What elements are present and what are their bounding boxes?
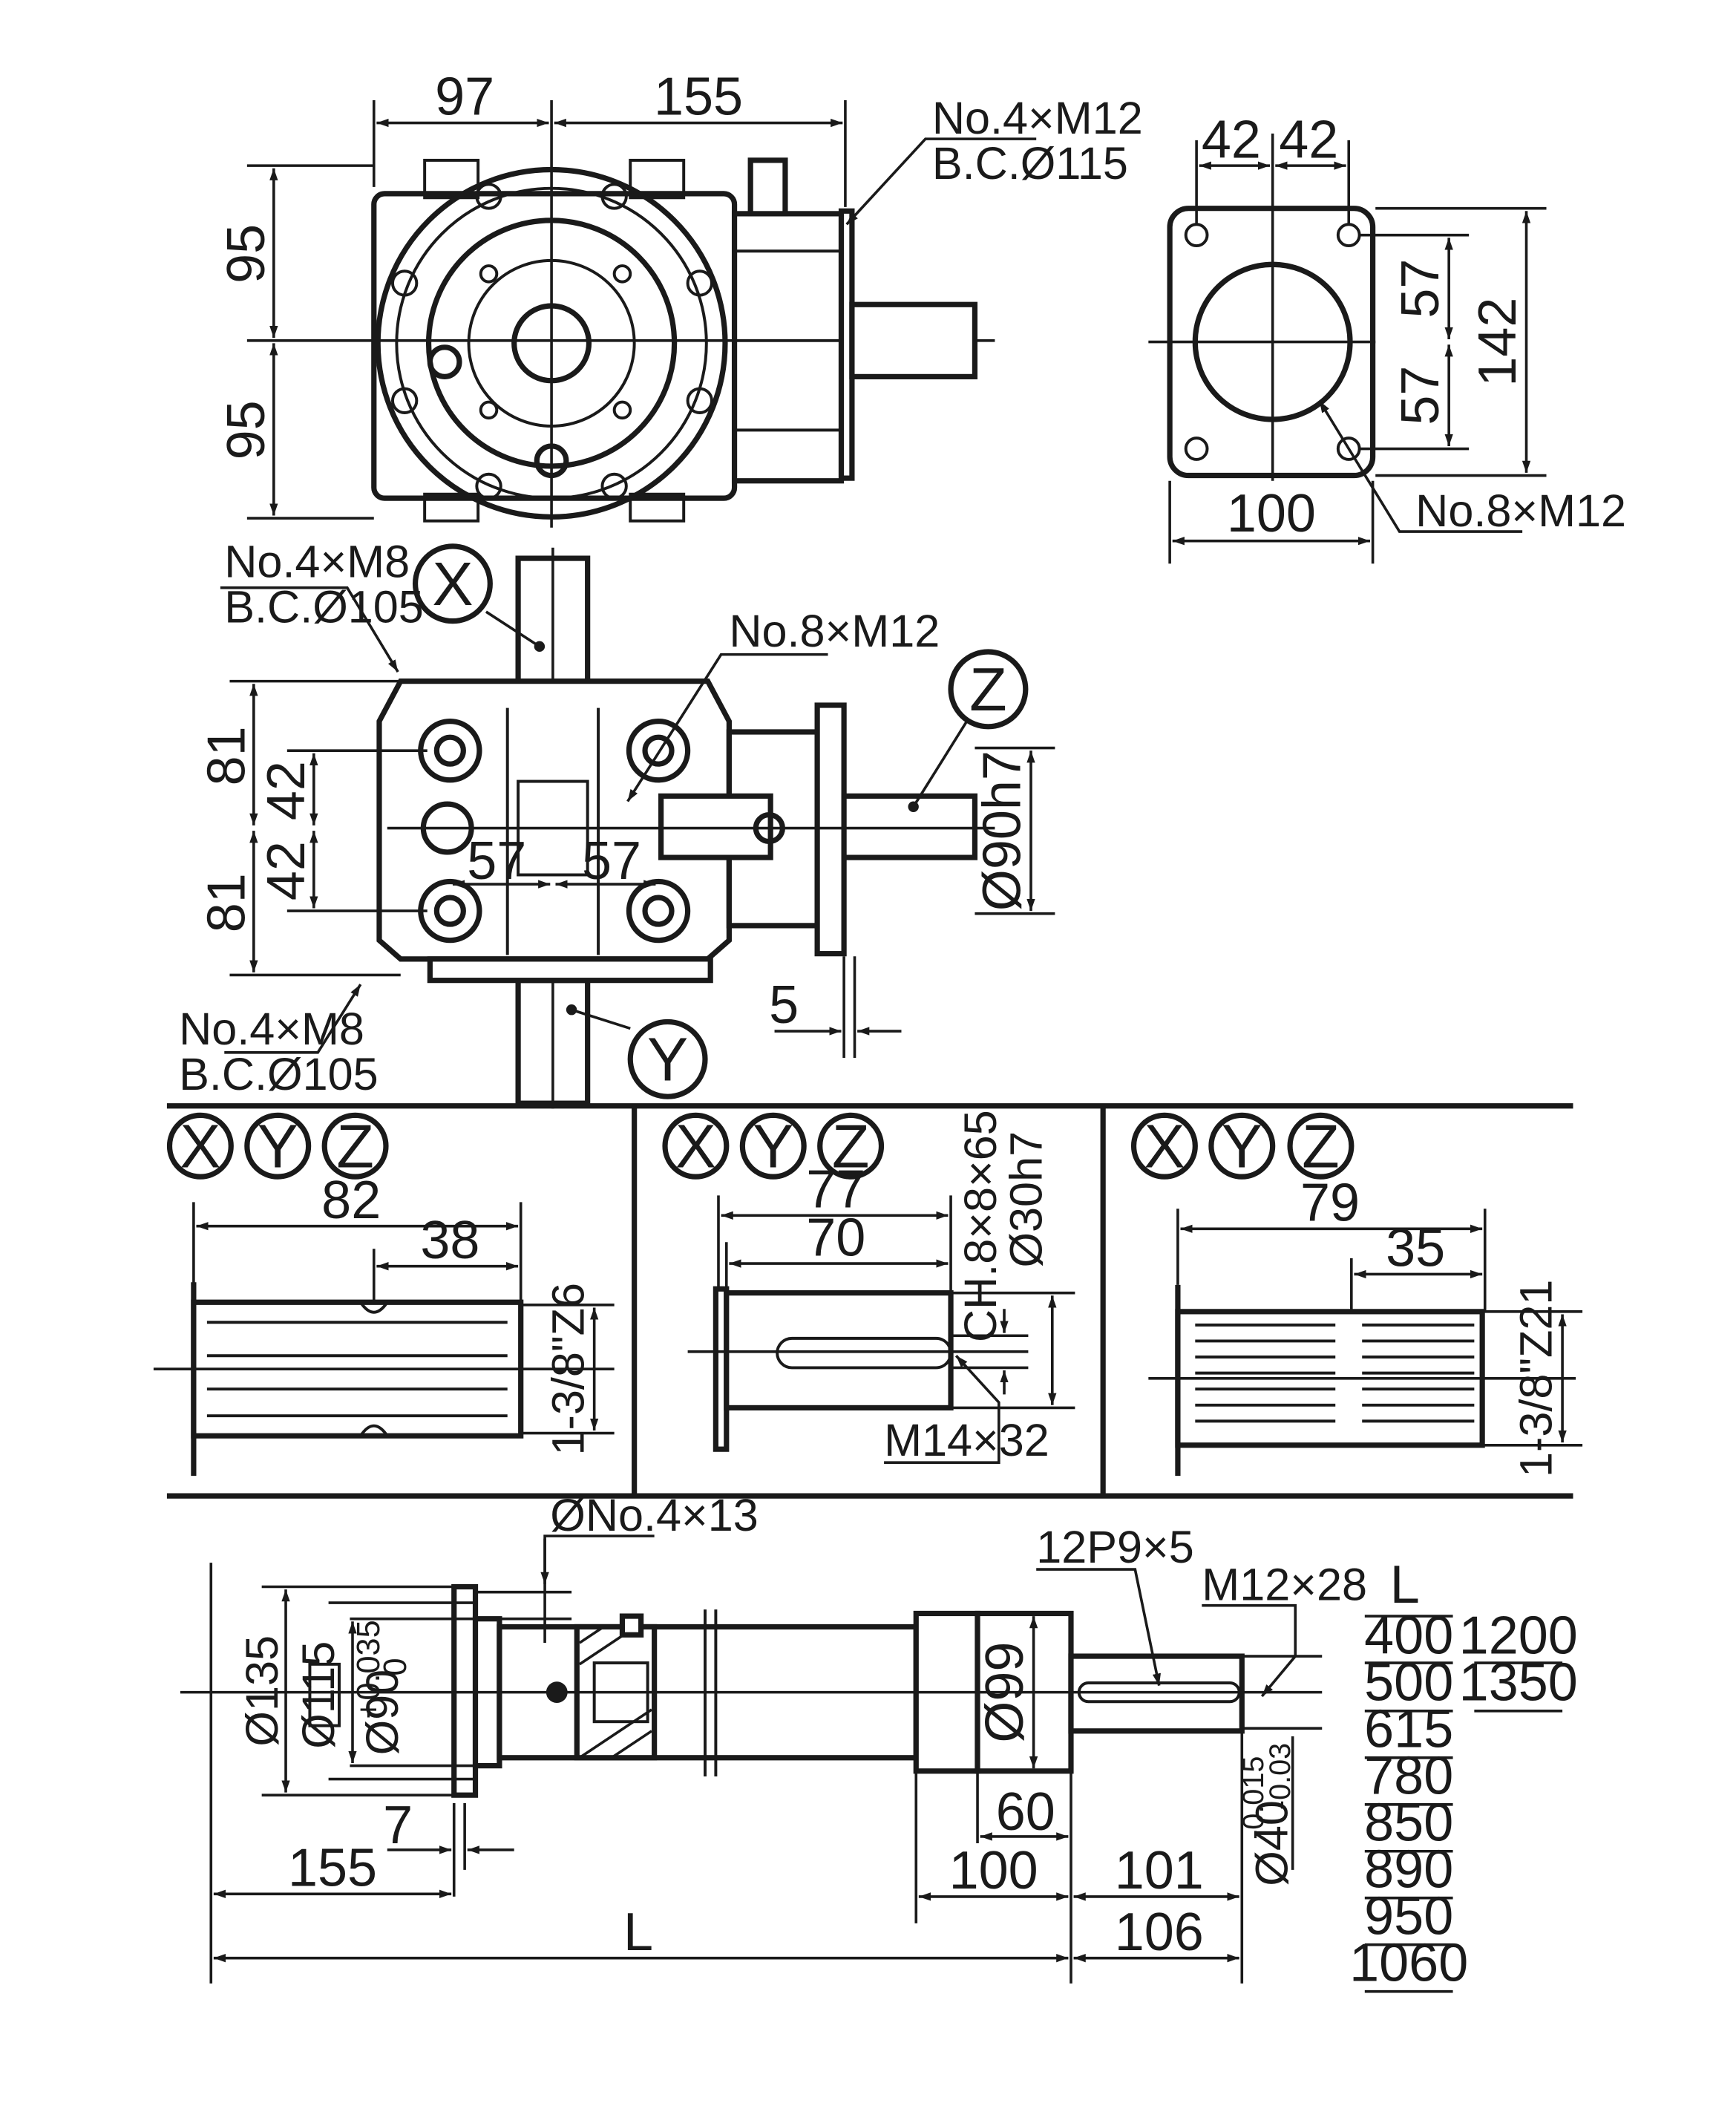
callout-x: X bbox=[432, 549, 473, 618]
front-flange-gap: 5 bbox=[769, 975, 799, 1035]
front-shaft-diameter: Ø90h7 bbox=[973, 751, 1032, 911]
v3-length: 79 bbox=[1300, 1174, 1360, 1233]
v2-label-x: X bbox=[675, 1112, 716, 1181]
v2-label-z: Z bbox=[832, 1112, 870, 1181]
length-table bbox=[1364, 1615, 1563, 1993]
v3-label-x: X bbox=[1144, 1112, 1185, 1181]
flange-dim-57-lower: 57 bbox=[1391, 366, 1450, 425]
v2-key-spec: CH.8×8×65 bbox=[955, 1110, 1006, 1342]
sv-dia-90-tol-lower: 0 bbox=[378, 1658, 413, 1675]
callout-z: Z bbox=[969, 655, 1007, 724]
variant-3 bbox=[1130, 1112, 1583, 1477]
table-col1-row6: 890 bbox=[1364, 1840, 1453, 1899]
sv-holes-note: ØNo.4×13 bbox=[550, 1490, 758, 1540]
sv-shaft-tol-lower: -0.03 bbox=[1264, 1743, 1297, 1810]
sv-dia-115: Ø115 bbox=[293, 1641, 344, 1749]
flange-holes-note: No.4×M12 bbox=[932, 93, 1143, 143]
table-col1-row4: 780 bbox=[1364, 1746, 1453, 1805]
table-col1-row2: 500 bbox=[1364, 1652, 1453, 1712]
table-col1-row8: 1060 bbox=[1349, 1933, 1468, 1992]
v3-spline-spec: 1-3/8"Z21 bbox=[1511, 1280, 1562, 1477]
sv-dim-60: 60 bbox=[996, 1782, 1055, 1842]
sv-dia-90-tol-upper: +0.035 bbox=[351, 1620, 387, 1719]
variant-1 bbox=[153, 1112, 615, 1477]
v2-shaft-dia: Ø30h7 bbox=[1000, 1131, 1051, 1268]
v2-thread: M14×32 bbox=[884, 1415, 1049, 1465]
sv-dia-135: Ø135 bbox=[237, 1635, 287, 1747]
v2-length: 77 bbox=[806, 1160, 865, 1220]
v2-key-length: 70 bbox=[806, 1208, 865, 1267]
bottom-holes-note: No.4×M8 bbox=[179, 1004, 364, 1054]
sv-shaft-dia: Ø40 bbox=[1246, 1800, 1297, 1886]
front-dim-42-upper: 42 bbox=[257, 761, 316, 820]
v1-spline-length: 38 bbox=[420, 1211, 479, 1270]
flange-bc-note: B.C.Ø115 bbox=[932, 138, 1128, 189]
side-view bbox=[180, 1534, 1323, 1984]
flange-dim-100: 100 bbox=[1227, 484, 1316, 543]
sv-dim-101: 101 bbox=[1115, 1841, 1204, 1900]
sv-shaft-tol-upper: -0.015 bbox=[1237, 1756, 1270, 1840]
top-holes-note: No.4×M8 bbox=[224, 536, 410, 586]
flange-dim-42-right: 42 bbox=[1279, 110, 1338, 169]
front-dim-42-lower: 42 bbox=[257, 841, 316, 900]
v2-label-y: Y bbox=[753, 1112, 793, 1181]
v3-label-y: Y bbox=[1222, 1112, 1262, 1181]
callout-y: Y bbox=[647, 1025, 688, 1094]
variant-2 bbox=[662, 1112, 1075, 1464]
sv-dia-90: Ø90 bbox=[357, 1670, 407, 1756]
front-dim-57-left: 57 bbox=[467, 831, 526, 891]
v1-spline-spec: 1-3/8"Z6 bbox=[543, 1283, 593, 1455]
table-col2-row1: 1200 bbox=[1459, 1606, 1578, 1665]
table-col1-row5: 850 bbox=[1364, 1793, 1453, 1852]
bottom-bc-note: B.C.Ø105 bbox=[179, 1049, 379, 1099]
sv-key: 12P9×5 bbox=[1036, 1522, 1194, 1572]
sv-thread: M12×28 bbox=[1202, 1559, 1367, 1609]
v3-spline-length: 35 bbox=[1386, 1219, 1445, 1278]
table-col1-row1: 400 bbox=[1364, 1606, 1453, 1665]
front-dim-57-right: 57 bbox=[582, 831, 641, 891]
table-header: L bbox=[1390, 1555, 1420, 1615]
v1-label-z: Z bbox=[336, 1112, 374, 1181]
top-view bbox=[246, 99, 1037, 528]
flange-dim-57-upper: 57 bbox=[1391, 259, 1450, 318]
v1-label-y: Y bbox=[258, 1112, 298, 1181]
flange-view bbox=[1148, 133, 1547, 564]
dim-97: 97 bbox=[435, 68, 494, 127]
front-view bbox=[220, 543, 1055, 1109]
sv-dim-L: L bbox=[623, 1903, 653, 1962]
table-col1-row3: 615 bbox=[1364, 1699, 1453, 1759]
front-dim-81-upper: 81 bbox=[197, 726, 256, 785]
sv-dim-7: 7 bbox=[383, 1796, 413, 1855]
sv-dim-100: 100 bbox=[949, 1841, 1038, 1900]
front-dim-81-lower: 81 bbox=[197, 873, 256, 932]
v1-length: 82 bbox=[321, 1171, 381, 1230]
side-holes-note: No.8×M12 bbox=[729, 606, 940, 656]
top-bc-note: B.C.Ø105 bbox=[224, 581, 424, 632]
sv-dia-99: Ø99 bbox=[975, 1642, 1035, 1743]
dim-95-lower: 95 bbox=[217, 400, 276, 460]
sv-dim-106: 106 bbox=[1115, 1903, 1204, 1962]
dim-95-upper: 95 bbox=[217, 224, 276, 284]
dim-155-top: 155 bbox=[654, 68, 743, 127]
table-col2-row2: 1350 bbox=[1459, 1652, 1578, 1712]
table-col1-row7: 950 bbox=[1364, 1886, 1453, 1946]
v1-label-x: X bbox=[180, 1112, 220, 1181]
flange-dim-42-left: 42 bbox=[1202, 110, 1261, 169]
flange-dim-142: 142 bbox=[1468, 298, 1527, 387]
sv-dim-155: 155 bbox=[288, 1839, 377, 1898]
flange-holes-note: No.8×M12 bbox=[1415, 485, 1626, 536]
v3-label-z: Z bbox=[1302, 1112, 1340, 1181]
